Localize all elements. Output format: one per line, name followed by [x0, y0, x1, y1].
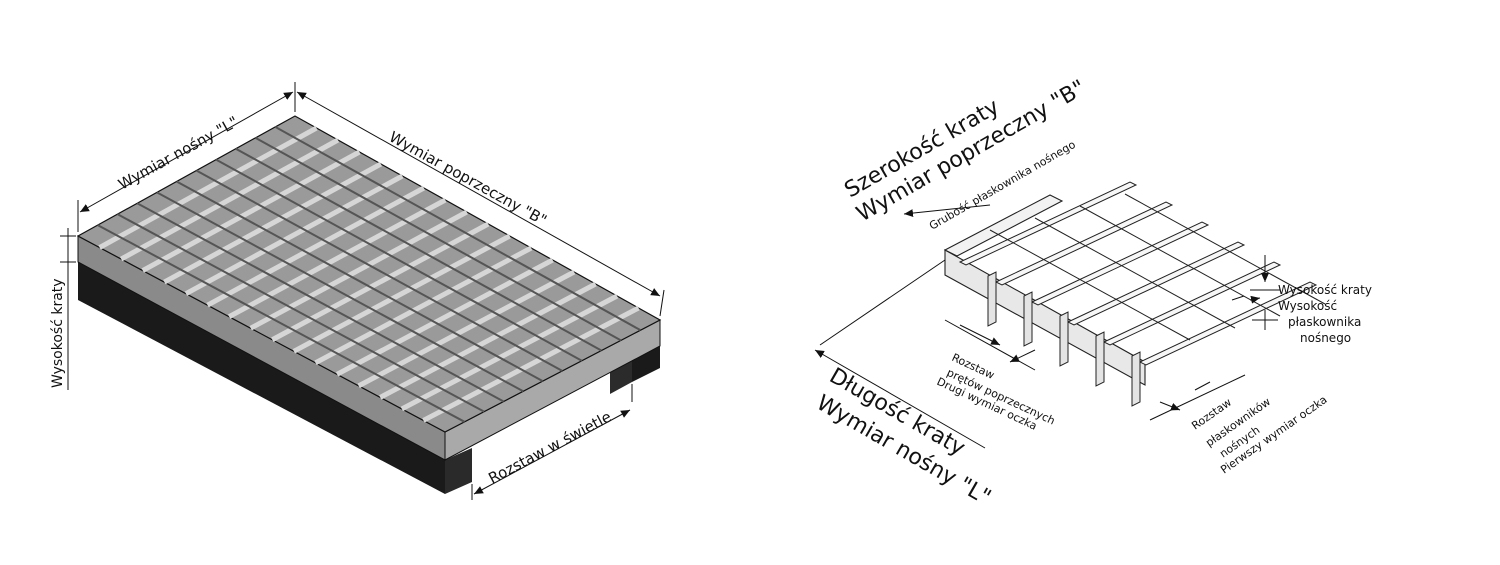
cross-rod — [1102, 261, 1282, 346]
bearing-bar-top — [1124, 193, 1326, 305]
label-bearing-spacing-4: Pierwszy wymiar oczka — [1218, 393, 1329, 476]
label-bar-height-3: nośnego — [1300, 331, 1351, 345]
label-bar-height-2: płaskownika — [1288, 315, 1361, 329]
support-front — [445, 448, 472, 494]
bearing-bar-top — [989, 229, 1191, 341]
cross-bar — [136, 202, 505, 403]
bearing-bar — [379, 281, 597, 400]
bearing-bar — [400, 293, 619, 412]
bearing-bar-end — [1059, 311, 1069, 367]
label-bar-height-1: Wysokość — [1278, 299, 1337, 313]
bearing-bar — [422, 305, 640, 423]
cross-rod — [994, 201, 1174, 286]
right-grating-detail — [943, 181, 1326, 407]
front-wall-top — [943, 194, 1064, 257]
bearing-bar-end — [987, 271, 997, 327]
label-height-left: Wysokość kraty — [50, 278, 66, 388]
cross-rod — [1066, 241, 1246, 326]
right-dimensions — [814, 204, 1280, 449]
bearing-bars — [958, 181, 1326, 407]
cross-rod — [1030, 221, 1210, 306]
cross-bar — [116, 213, 485, 413]
bearing-bar-end — [1095, 331, 1105, 387]
bearing-bar-end — [1023, 291, 1033, 347]
cross-rod — [1138, 281, 1318, 366]
support-left — [78, 262, 445, 494]
bearing-bar-top — [1034, 217, 1236, 329]
bearing-bar-top — [1079, 205, 1281, 317]
cross-rod — [958, 181, 1138, 266]
cross-bar — [97, 224, 466, 423]
bearing-bar-end — [1131, 351, 1141, 407]
label-grating-height: Wysokość kraty — [1278, 283, 1372, 297]
left-dimensions — [60, 82, 665, 500]
